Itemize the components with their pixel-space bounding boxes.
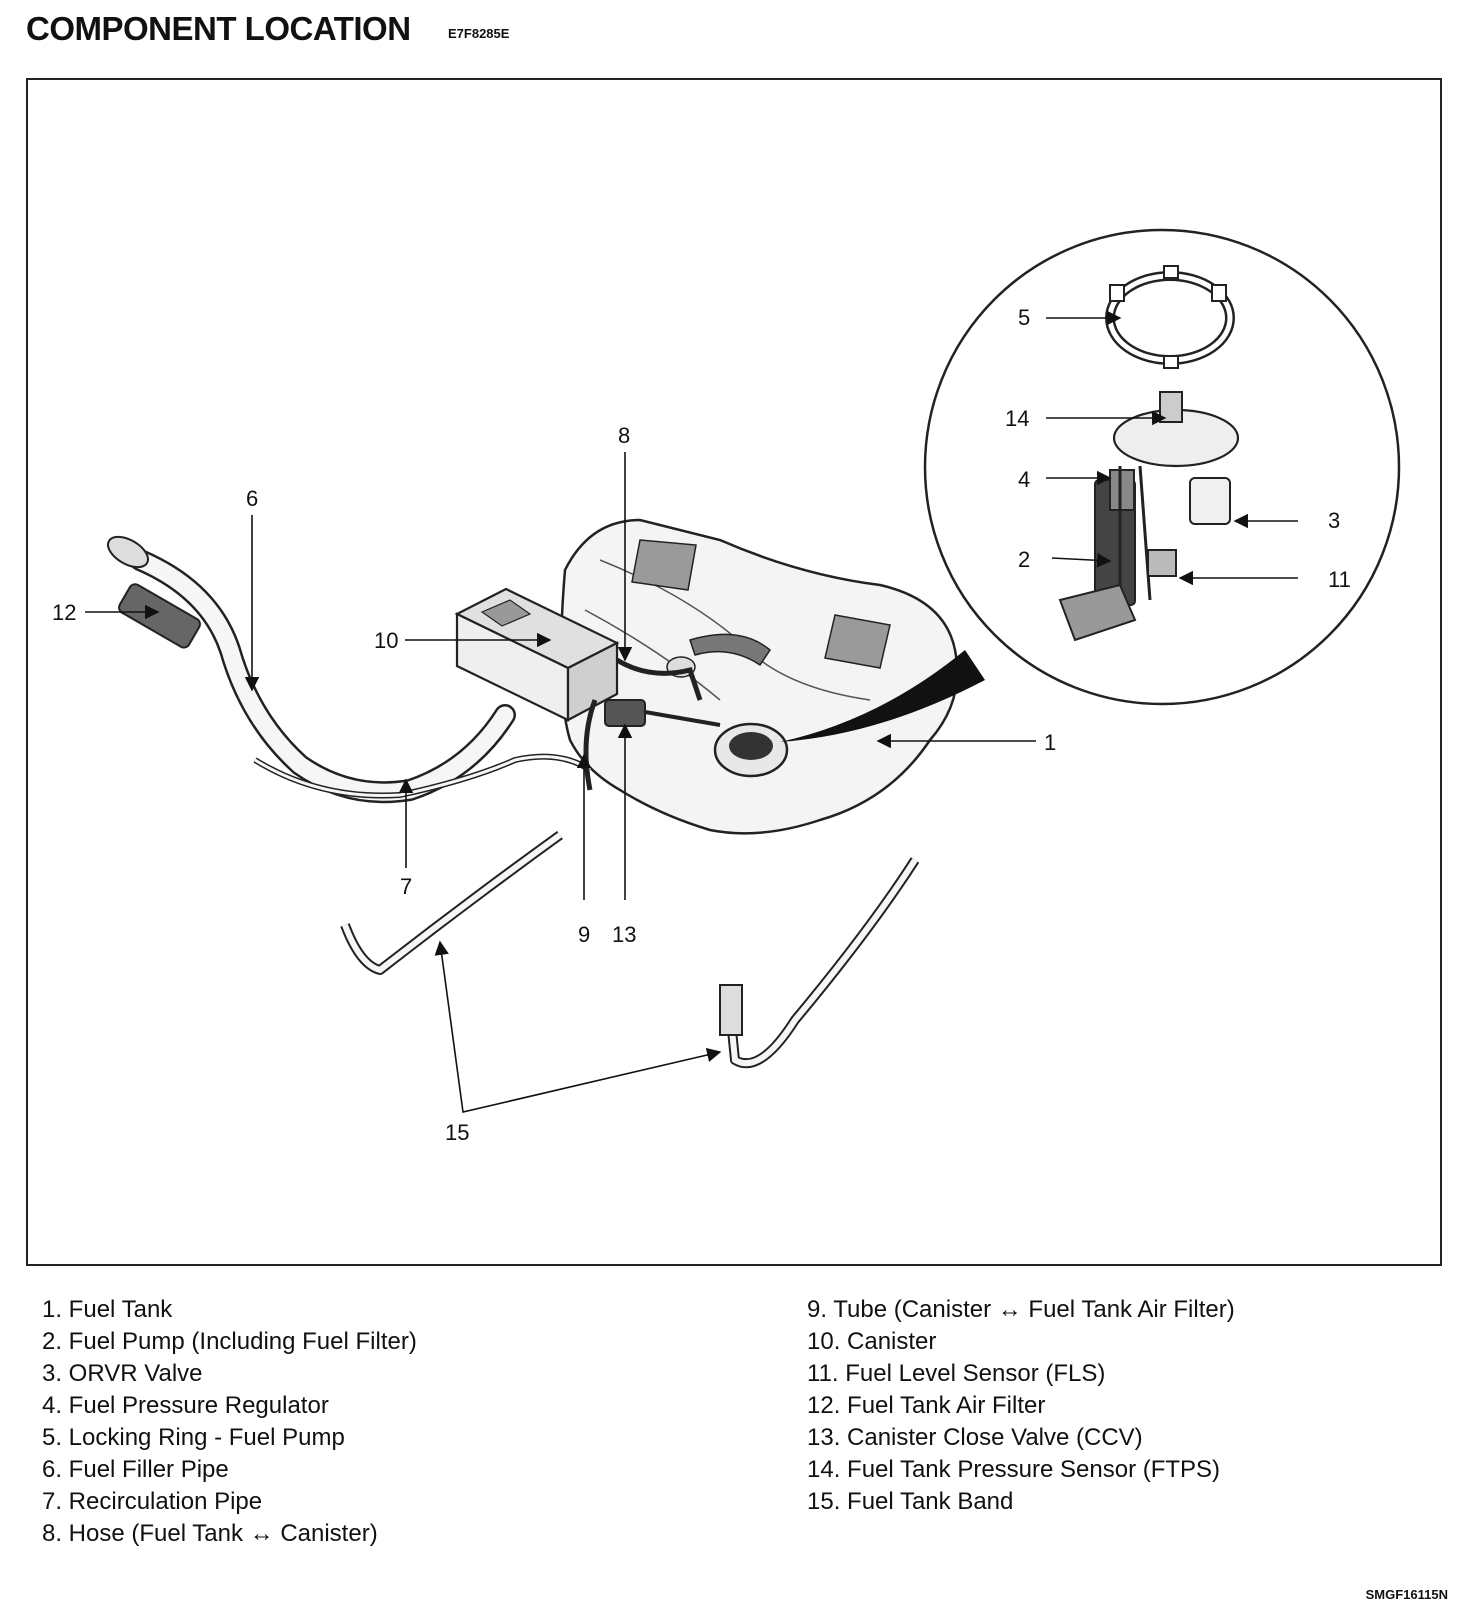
callout-4: 4 (1018, 467, 1030, 492)
diagram-frame (26, 78, 1442, 1266)
legend-item: 4. Fuel Pressure Regulator (42, 1392, 329, 1419)
callout-1: 1 (1044, 730, 1056, 755)
fuel-pump-assembly (1058, 391, 1240, 642)
legend-item: 14. Fuel Tank Pressure Sensor (FTPS) (807, 1456, 1221, 1483)
legend-item: 9. Tube (Canister ↔ Fuel Tank Air Filter… (807, 1296, 1235, 1323)
legend-item: 8. Hose (Fuel Tank ↔ Canister) (42, 1520, 378, 1547)
callout-9: 9 (578, 922, 590, 947)
canister-close-valve (604, 699, 646, 727)
callout-11: 11 (1328, 567, 1351, 592)
callout-10: 10 (374, 628, 398, 653)
hose-tank-canister (615, 657, 703, 701)
tube-canister-air-filter (583, 699, 598, 791)
legend-item: 7. Recirculation Pipe (42, 1488, 263, 1515)
legend-item: 11. Fuel Level Sensor (FLS) (807, 1360, 1106, 1387)
legend-item: 1. Fuel Tank (42, 1296, 173, 1323)
legend-item: 3. ORVR Valve (42, 1360, 203, 1387)
legend-item: 5. Locking Ring - Fuel Pump (42, 1424, 345, 1451)
legend-left-column: 1. Fuel Tank 2. Fuel Pump (Including Fue… (42, 1294, 417, 1550)
legend-item: 15. Fuel Tank Band (807, 1488, 1014, 1515)
fuel-system-diagram: 1 2 3 4 5 6 7 8 9 10 11 12 13 14 15 (52, 228, 1401, 1145)
legend-item: 2. Fuel Pump (Including Fuel Filter) (42, 1328, 417, 1355)
callout-6: 6 (246, 486, 258, 511)
callout-5: 5 (1018, 305, 1030, 330)
callout-14: 14 (1005, 406, 1029, 431)
figure-code: SMGF16115N (1365, 1587, 1448, 1602)
legend-right-column: 9. Tube (Canister ↔ Fuel Tank Air Filter… (807, 1294, 1235, 1518)
callout-7: 7 (400, 874, 412, 899)
detail-pointer (780, 650, 985, 742)
callout-3: 3 (1328, 508, 1340, 533)
document-code: E7F8285E (448, 26, 510, 41)
pump-detail-circle (923, 228, 1401, 706)
legend-item: 13. Canister Close Valve (CCV) (807, 1424, 1143, 1451)
legend-item: 6. Fuel Filler Pipe (42, 1456, 229, 1483)
page-title: COMPONENT LOCATION (26, 10, 411, 47)
callout-8: 8 (618, 423, 630, 448)
callout-15: 15 (445, 1120, 469, 1145)
legend-item: 10. Canister (807, 1328, 937, 1355)
fuel-tank-air-filter (118, 583, 201, 649)
legend-item: 12. Fuel Tank Air Filter (807, 1392, 1046, 1419)
callout-13: 13 (612, 922, 636, 947)
callout-12: 12 (52, 600, 76, 625)
fuel-tank (559, 518, 959, 835)
callout-2: 2 (1018, 547, 1030, 572)
fuel-tank-band-right (723, 857, 920, 1069)
